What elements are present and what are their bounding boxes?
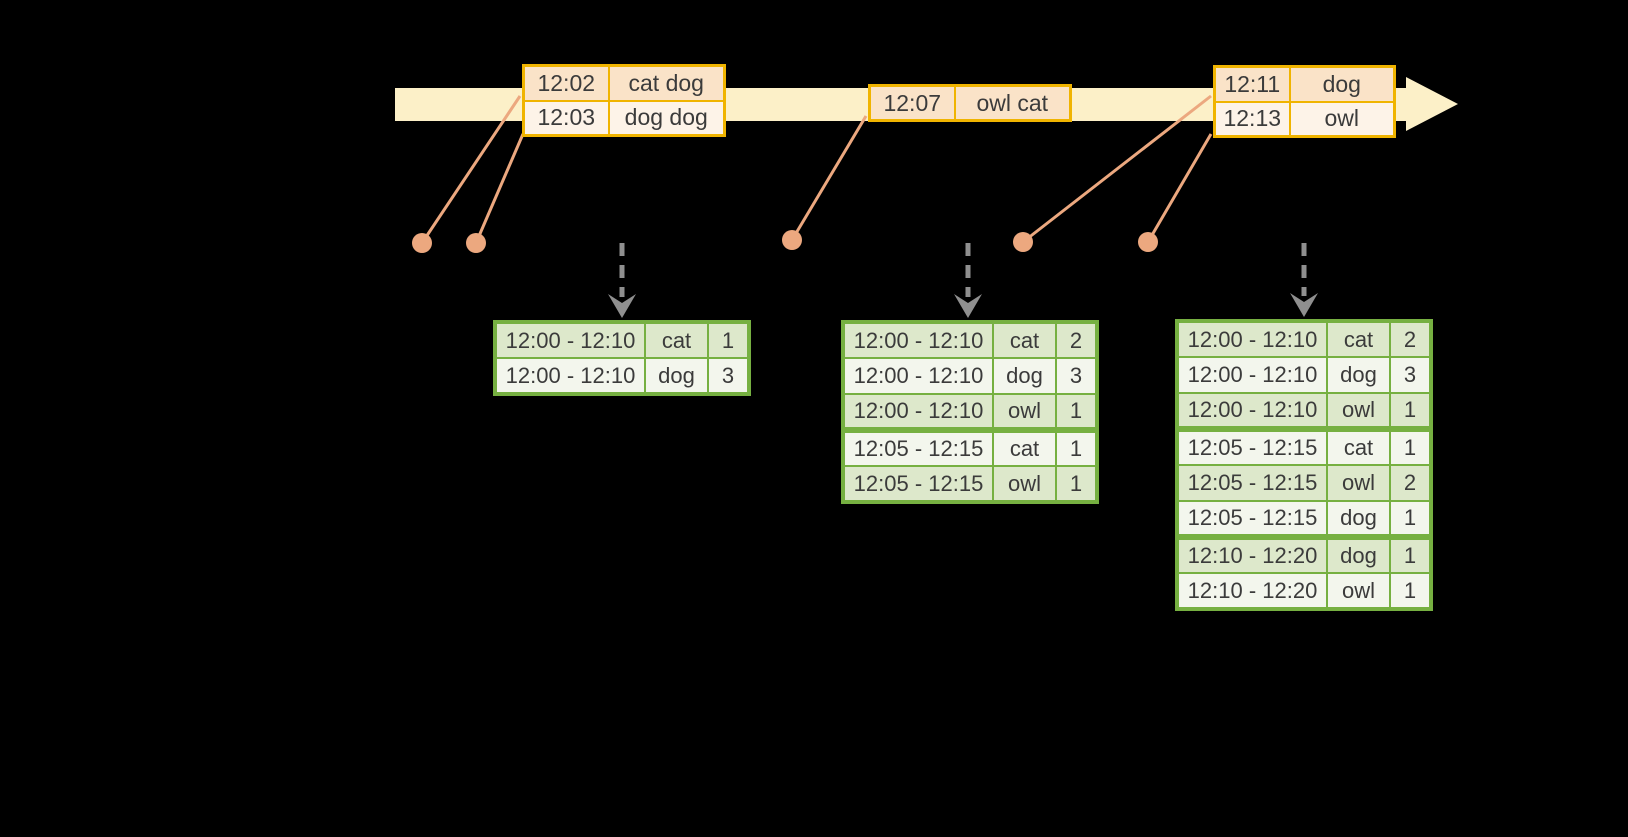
window-cell: 12:00 - 12:10 [842, 321, 994, 359]
event-table-1: 12:02 cat dog 12:03 dog dog [522, 64, 726, 137]
result-table-2: 12:00 - 12:10 cat 2 12:00 - 12:10 dog 3 … [841, 320, 1099, 504]
count-cell: 2 [1389, 320, 1432, 358]
result-row: 12:00 - 12:10 dog 3 [842, 357, 1098, 395]
window-cell: 12:05 - 12:15 [1176, 464, 1328, 502]
result-row: 12:00 - 12:10 owl 1 [1176, 392, 1432, 432]
result-row: 12:00 - 12:10 cat 2 [842, 321, 1098, 359]
event-words-cell: owl [1288, 100, 1396, 138]
word-cell: cat [992, 321, 1057, 359]
result-row: 12:05 - 12:15 owl 2 [1176, 464, 1432, 502]
word-cell: dog [992, 357, 1057, 395]
word-cell: cat [992, 429, 1057, 467]
word-cell: dog [644, 357, 709, 395]
trigger-arrowhead-icon [954, 294, 982, 318]
timeline-arrow-head-icon [1406, 77, 1458, 131]
trigger-arrowhead-icon [608, 294, 636, 318]
count-cell: 1 [1389, 392, 1432, 432]
result-row: 12:00 - 12:10 cat 1 [494, 321, 750, 359]
trigger-arrowhead-icon [1290, 293, 1318, 317]
word-cell: cat [644, 321, 709, 359]
connector-line [474, 133, 525, 244]
event-table-3: 12:11 dog 12:13 owl [1213, 65, 1396, 138]
connector-line [1146, 133, 1213, 243]
window-cell: 12:00 - 12:10 [1176, 356, 1328, 394]
event-time-cell: 12:02 [522, 64, 610, 102]
event-time-cell: 12:13 [1213, 100, 1291, 138]
count-cell: 1 [1055, 393, 1098, 433]
result-row: 12:10 - 12:20 dog 1 [1176, 536, 1432, 574]
connector-line [790, 115, 868, 241]
event-table-2: 12:07 owl cat [868, 84, 1072, 122]
window-cell: 12:00 - 12:10 [842, 393, 994, 433]
word-cell: dog [1326, 536, 1391, 574]
window-cell: 12:00 - 12:10 [842, 357, 994, 395]
result-row: 12:05 - 12:15 cat 1 [1176, 428, 1432, 466]
window-cell: 12:10 - 12:20 [1176, 572, 1328, 610]
word-cell: owl [1326, 464, 1391, 502]
event-dot-icon [1138, 232, 1158, 252]
result-table-3: 12:00 - 12:10 cat 2 12:00 - 12:10 dog 3 … [1175, 319, 1433, 611]
event-time-cell: 12:11 [1213, 65, 1291, 103]
event-row: 12:13 owl [1213, 100, 1396, 138]
window-cell: 12:05 - 12:15 [842, 429, 994, 467]
count-cell: 1 [1055, 465, 1098, 503]
word-cell: owl [992, 465, 1057, 503]
count-cell: 1 [707, 321, 750, 359]
event-time-cell: 12:03 [522, 99, 610, 137]
count-cell: 1 [1389, 428, 1432, 466]
event-dot-icon [1013, 232, 1033, 252]
event-row: 12:02 cat dog [522, 64, 726, 102]
count-cell: 2 [1055, 321, 1098, 359]
word-cell: owl [1326, 392, 1391, 432]
event-words-cell: dog [1288, 65, 1396, 103]
result-row: 12:10 - 12:20 owl 1 [1176, 572, 1432, 610]
window-cell: 12:00 - 12:10 [1176, 320, 1328, 358]
event-row: 12:07 owl cat [868, 84, 1072, 122]
result-row: 12:00 - 12:10 owl 1 [842, 393, 1098, 433]
window-cell: 12:05 - 12:15 [1176, 500, 1328, 540]
word-cell: owl [992, 393, 1057, 433]
word-cell: dog [1326, 356, 1391, 394]
result-row: 12:00 - 12:10 dog 3 [1176, 356, 1432, 394]
result-row: 12:00 - 12:10 dog 3 [494, 357, 750, 395]
word-cell: owl [1326, 572, 1391, 610]
result-row: 12:00 - 12:10 cat 2 [1176, 320, 1432, 358]
event-dot-icon [782, 230, 802, 250]
count-cell: 3 [1055, 357, 1098, 395]
result-row: 12:05 - 12:15 owl 1 [842, 465, 1098, 503]
event-dot-icon [466, 233, 486, 253]
word-cell: cat [1326, 428, 1391, 466]
event-words-cell: owl cat [953, 84, 1072, 122]
window-cell: 12:00 - 12:10 [494, 321, 646, 359]
event-dot-icon [412, 233, 432, 253]
count-cell: 1 [1389, 572, 1432, 610]
event-row: 12:11 dog [1213, 65, 1396, 103]
count-cell: 1 [1389, 500, 1432, 540]
word-cell: cat [1326, 320, 1391, 358]
result-table-1: 12:00 - 12:10 cat 1 12:00 - 12:10 dog 3 [493, 320, 751, 396]
event-time-cell: 12:07 [868, 84, 956, 122]
window-cell: 12:00 - 12:10 [1176, 392, 1328, 432]
window-cell: 12:05 - 12:15 [1176, 428, 1328, 466]
window-cell: 12:00 - 12:10 [494, 357, 646, 395]
event-row: 12:03 dog dog [522, 99, 726, 137]
result-row: 12:05 - 12:15 cat 1 [842, 429, 1098, 467]
count-cell: 3 [1389, 356, 1432, 394]
count-cell: 2 [1389, 464, 1432, 502]
count-cell: 3 [707, 357, 750, 395]
count-cell: 1 [1055, 429, 1098, 467]
result-row: 12:05 - 12:15 dog 1 [1176, 500, 1432, 540]
event-words-cell: cat dog [607, 64, 726, 102]
event-words-cell: dog dog [607, 99, 726, 137]
count-cell: 1 [1389, 536, 1432, 574]
word-cell: dog [1326, 500, 1391, 540]
window-cell: 12:10 - 12:20 [1176, 536, 1328, 574]
window-cell: 12:05 - 12:15 [842, 465, 994, 503]
